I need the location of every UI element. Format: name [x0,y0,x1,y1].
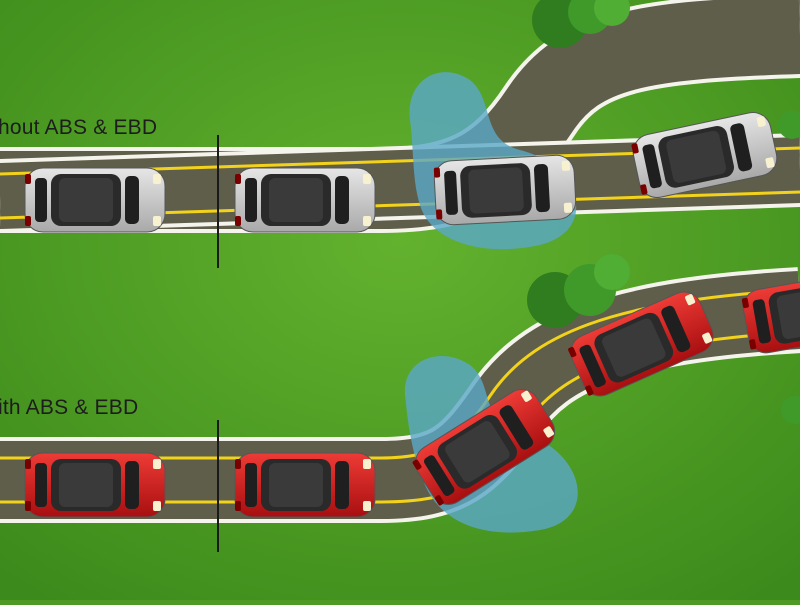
car-icon-with-abs-5 [741,270,800,354]
car-icon-with-abs-2 [234,452,376,518]
car-icon-with-abs-1 [24,452,166,518]
label-with-abs: ith ABS & EBD [0,396,139,419]
car-icon-without-abs-1 [24,167,166,233]
tree-icon-3 [778,111,800,424]
car-icon-without-abs-2 [234,167,376,233]
car-icon-without-abs-4 [631,111,778,199]
tree-icon-2 [527,254,630,328]
tree-icon [532,0,630,48]
car-icon-with-abs-3 [412,389,556,506]
car-icon-without-abs-3 [433,154,577,226]
car-icon-with-abs-4 [568,291,714,397]
label-without-abs: hout ABS & EBD [0,116,158,139]
